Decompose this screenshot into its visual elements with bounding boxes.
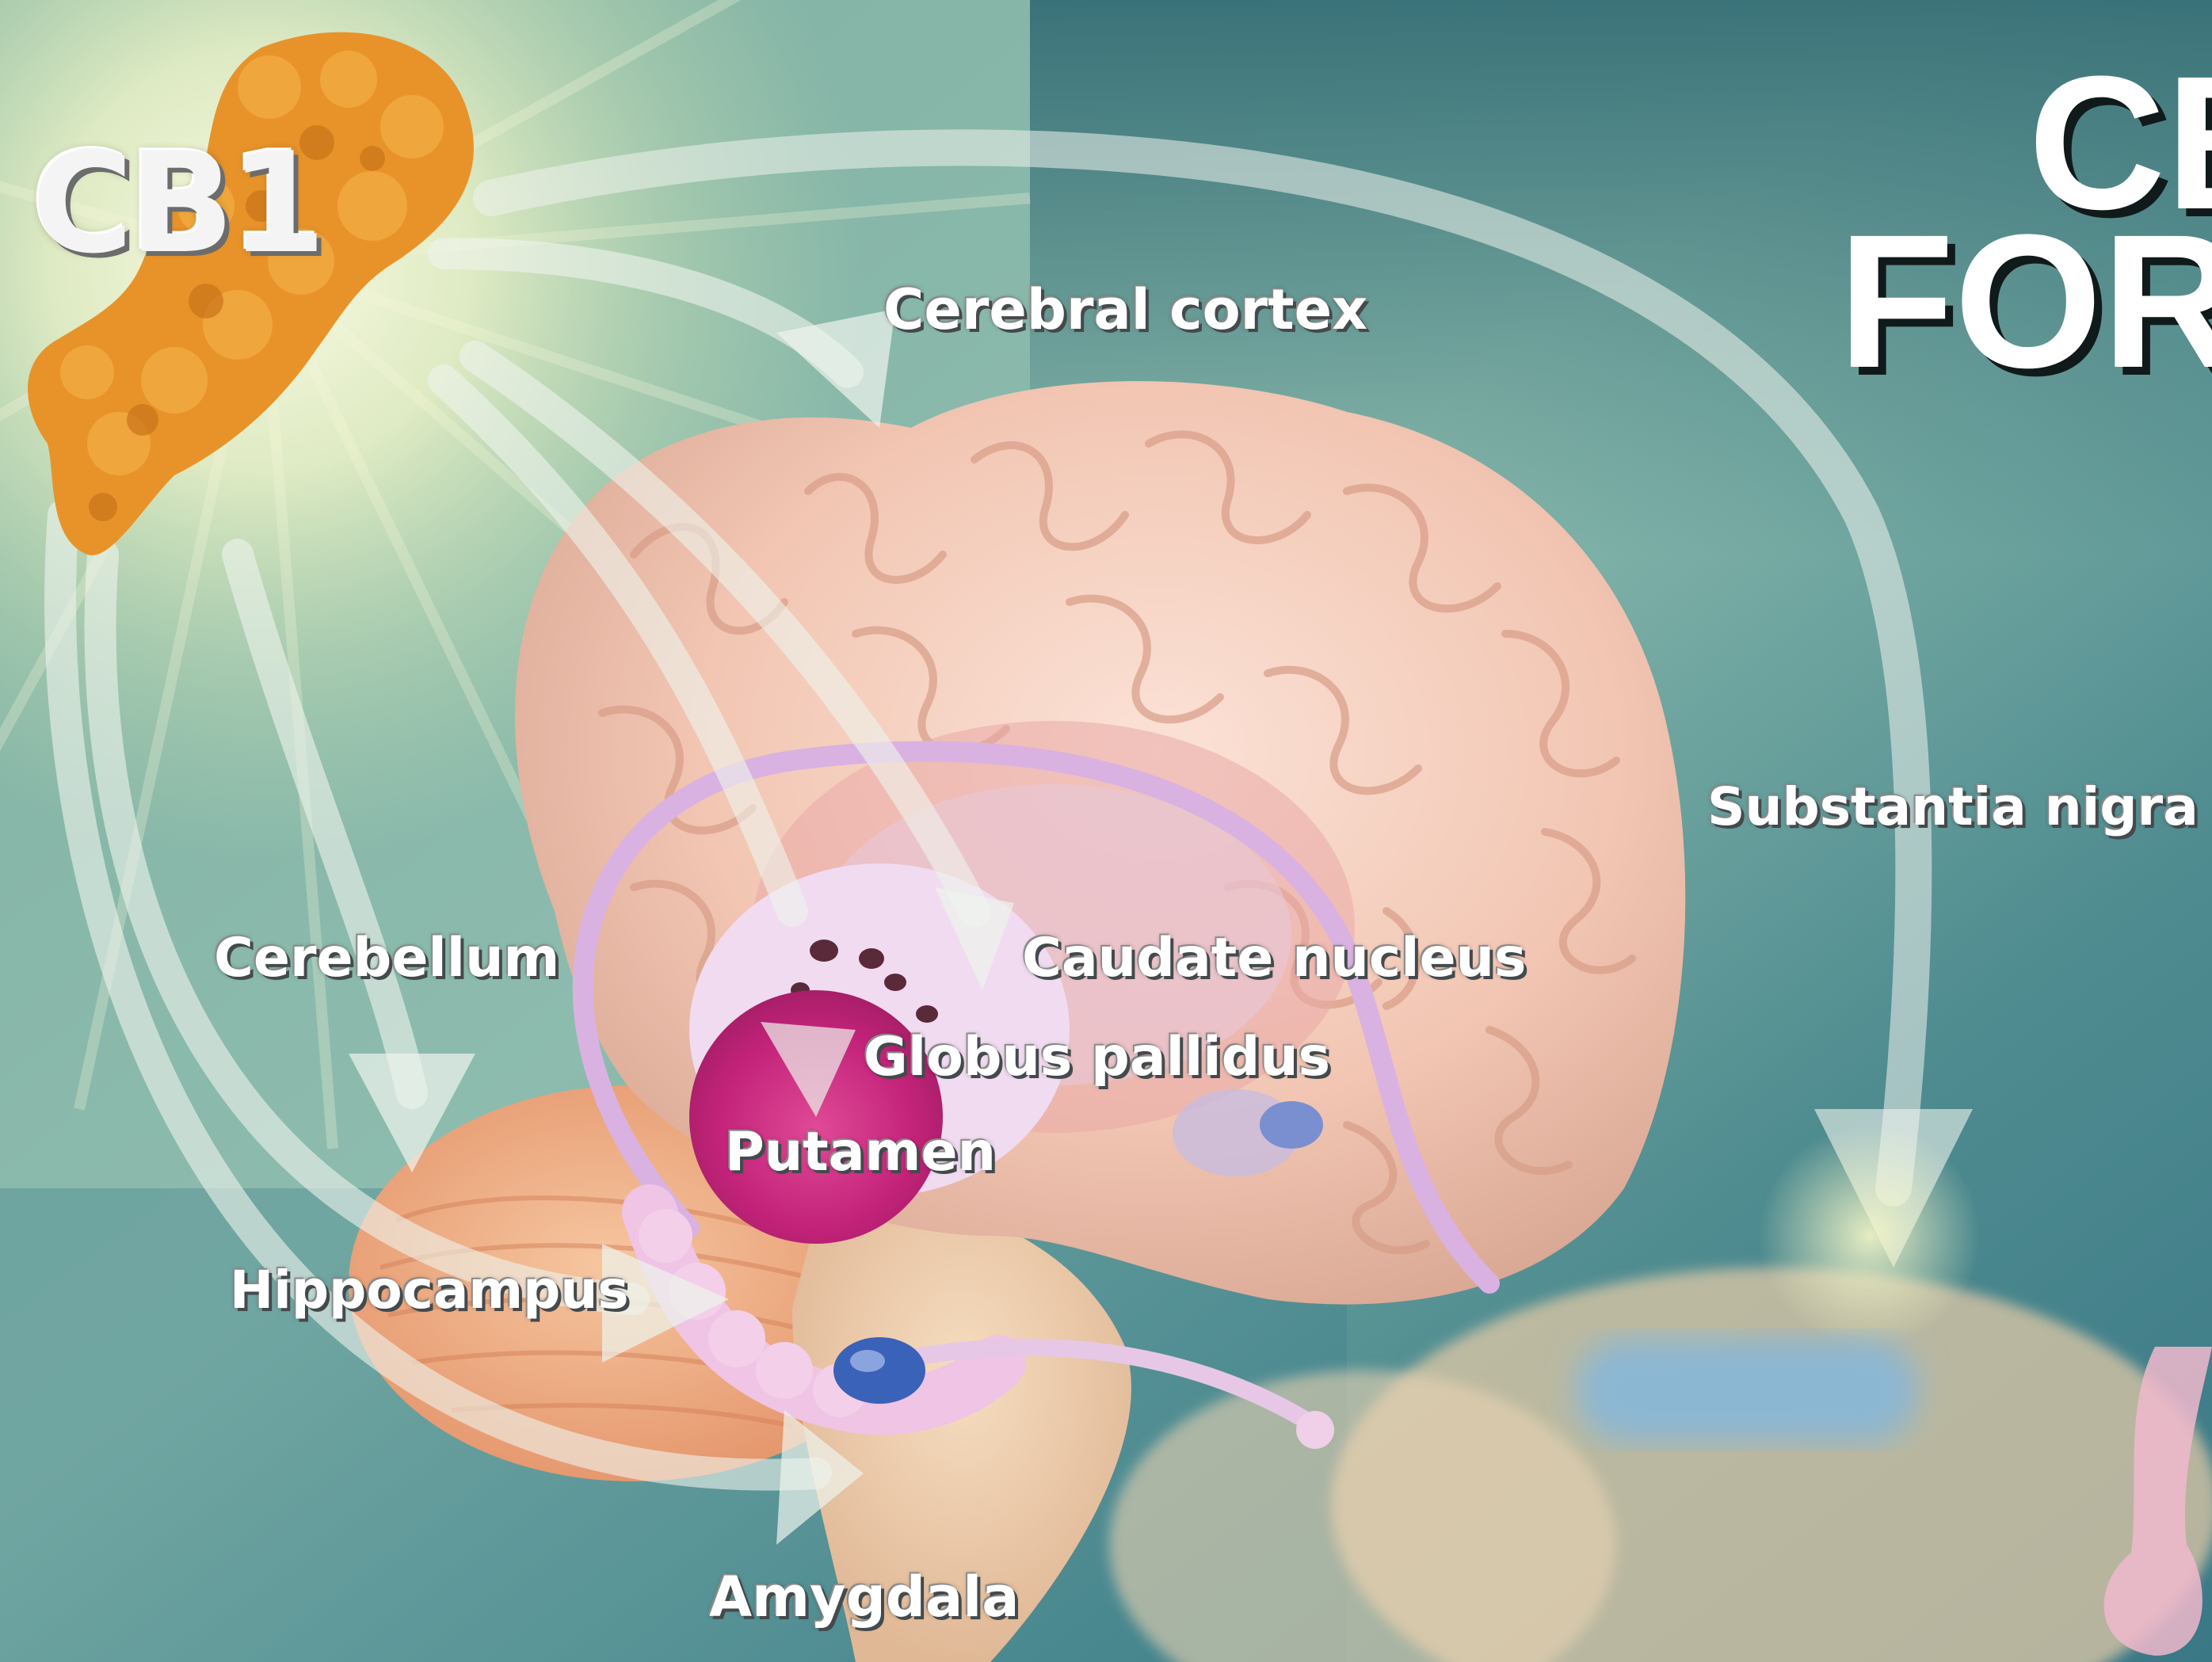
label-amygdala: Amygdala — [709, 1565, 1019, 1630]
label-substantia-nigra: Substantia nigra — [1707, 776, 2199, 837]
label-cerebral-cortex: Cerebral cortex — [883, 277, 1367, 342]
label-putamen: Putamen — [725, 1121, 996, 1184]
substantia-nigra-structure — [1577, 1339, 1917, 1442]
title-line-2: FOR — [1838, 206, 2212, 396]
amygdala-structure — [833, 1337, 925, 1404]
label-globus-pallidus: Globus pallidus — [864, 1026, 1330, 1088]
label-cerebellum: Cerebellum — [214, 927, 559, 989]
label-caudate-nucleus: Caudate nucleus — [1022, 927, 1527, 989]
amygdala-highlight — [850, 1350, 885, 1372]
substantia-glow — [1759, 1125, 1981, 1347]
midbrain-dot — [1260, 1101, 1323, 1149]
stria-end — [1296, 1411, 1334, 1449]
cb1-label: CB1 — [32, 135, 322, 273]
label-hippocampus: Hippocampus — [230, 1260, 629, 1321]
